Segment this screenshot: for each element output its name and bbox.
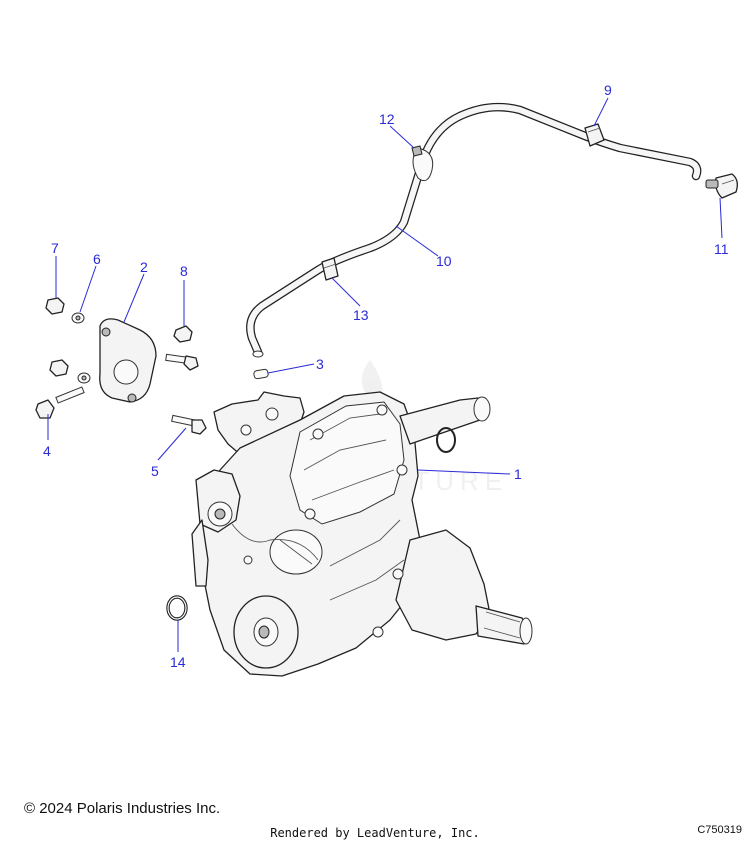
callout-2[interactable]: 2	[140, 259, 148, 275]
callout-6[interactable]: 6	[93, 251, 101, 267]
callout-3[interactable]: 3	[316, 356, 324, 372]
callout-9[interactable]: 9	[604, 82, 612, 98]
callout-5[interactable]: 5	[151, 463, 159, 479]
grommet-8	[173, 325, 193, 343]
tube-clip-13	[321, 257, 339, 281]
hose-clip-3	[253, 368, 269, 380]
callout-labels: 1 2 3 4 5 6 7 8 9 10 11 12 13 14	[43, 82, 729, 670]
vent-tube	[246, 102, 702, 358]
diagram-code: C750319	[697, 824, 742, 836]
callout-7[interactable]: 7	[51, 240, 59, 256]
callout-12[interactable]: 12	[379, 111, 395, 127]
nut-lower	[49, 359, 69, 377]
bolt-5	[171, 414, 207, 435]
washer-6	[71, 312, 85, 324]
callout-13[interactable]: 13	[353, 307, 369, 323]
callout-4[interactable]: 4	[43, 443, 51, 459]
nut-7	[45, 297, 65, 315]
o-ring	[166, 595, 188, 621]
washer-lower	[77, 372, 91, 384]
leader-lines	[47, 97, 723, 652]
bolt-4	[35, 386, 85, 419]
bolt-upper	[165, 353, 199, 371]
callout-10[interactable]: 10	[436, 253, 452, 269]
breather-fitting	[705, 173, 738, 199]
callout-14[interactable]: 14	[170, 654, 186, 670]
rendered-by-text: Rendered by LeadVenture, Inc.	[270, 826, 480, 840]
callout-8[interactable]: 8	[180, 263, 188, 279]
callout-11[interactable]: 11	[714, 241, 729, 257]
tube-clip-9	[584, 123, 605, 147]
gearcase-assembly	[191, 391, 533, 677]
copyright-text: © 2024 Polaris Industries Inc.	[24, 800, 221, 817]
callout-1[interactable]: 1	[514, 466, 522, 482]
sensor-cover	[99, 318, 157, 403]
tube-clip-12	[411, 145, 434, 182]
